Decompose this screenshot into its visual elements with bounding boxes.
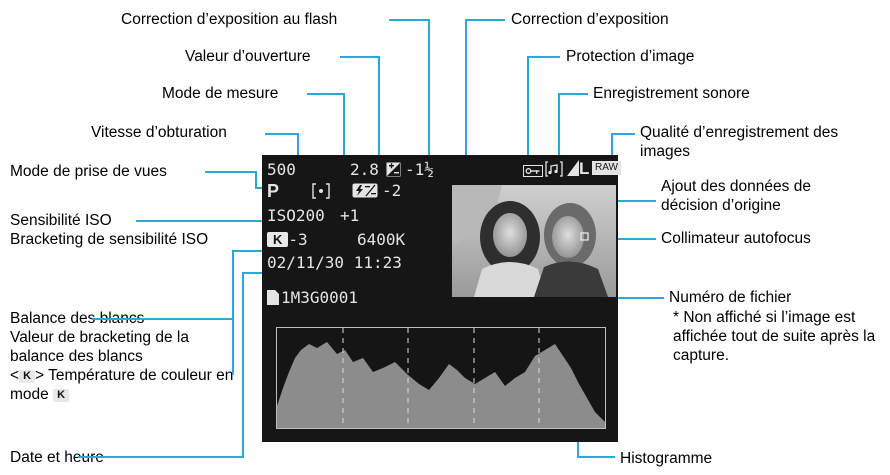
leader-line bbox=[378, 56, 380, 158]
histogram-graph bbox=[277, 328, 605, 428]
file-number-value: 1M3G0001 bbox=[281, 288, 359, 307]
leader-line bbox=[92, 318, 234, 320]
file-number-label: Numéro de fichier bbox=[669, 289, 792, 306]
exposure-correction-label: Correction d’exposition bbox=[511, 11, 669, 28]
exposure-comp-value: -1½ bbox=[405, 160, 434, 179]
leader-line bbox=[465, 19, 505, 21]
leader-line bbox=[242, 272, 266, 274]
image-protection-label: Protection d’image bbox=[566, 48, 695, 65]
k-mode-icon: K bbox=[19, 370, 36, 383]
aperture-value: 2.8 bbox=[350, 160, 379, 179]
protect-key-icon bbox=[523, 163, 543, 177]
photo-thumbnail bbox=[452, 185, 616, 297]
metering-icon bbox=[312, 183, 330, 199]
metering-mode-label: Mode de mesure bbox=[162, 85, 279, 102]
leader-line bbox=[136, 220, 264, 222]
white-balance-label: Balance des blancs bbox=[10, 310, 145, 327]
leader-line bbox=[611, 133, 613, 158]
leader-line bbox=[428, 19, 430, 160]
k-mode-icon: K bbox=[53, 389, 70, 402]
raw-badge: RAW bbox=[592, 161, 621, 175]
leader-line bbox=[465, 19, 467, 158]
leader-line bbox=[307, 93, 345, 95]
sound-recording-label: Enregistrement sonore bbox=[593, 85, 750, 102]
shooting-mode-value: P bbox=[267, 181, 280, 201]
leader-line bbox=[340, 56, 380, 58]
leader-line bbox=[205, 171, 257, 173]
camera-lcd-screen: 500 2.8 -1½ L RAW P -2 ISO200 +1 K-3 640… bbox=[262, 155, 621, 442]
recording-quality-label: Qualité d’enregistrement des images bbox=[640, 124, 839, 160]
histogram-label: Histogramme bbox=[620, 450, 713, 467]
quality-wedge-icon bbox=[567, 160, 579, 176]
shutter-speed-value: 500 bbox=[267, 160, 296, 179]
leader-line bbox=[265, 133, 299, 135]
exposure-comp-icon bbox=[386, 162, 401, 177]
color-temp-value: 6400K bbox=[357, 230, 406, 249]
leader-line bbox=[577, 456, 615, 458]
file-number-note: * Non affiché si l’image est affichée to… bbox=[673, 309, 876, 364]
wb-bracketing-label: Valeur de bracketing de la balance des b… bbox=[10, 329, 189, 365]
leader-line bbox=[232, 250, 266, 252]
leader-line bbox=[389, 19, 430, 21]
datetime-value: 02/11/30 11:23 bbox=[267, 253, 402, 272]
leader-line bbox=[242, 272, 244, 458]
leader-line bbox=[611, 133, 635, 135]
leader-line bbox=[558, 93, 560, 158]
iso-sensitivity-label: Sensibilité ISO bbox=[10, 212, 112, 229]
quality-letter: L bbox=[579, 159, 590, 178]
k-mode-icon: K bbox=[267, 232, 289, 247]
color-temp-label: <K> Température de couleur en mode K bbox=[10, 367, 234, 403]
flash-exposure-correction-label: Correction d’exposition au flash bbox=[121, 11, 338, 28]
iso-bracketing-label: Bracketing de sensibilité ISO bbox=[10, 231, 209, 248]
leader-line bbox=[255, 171, 257, 189]
af-point-label: Collimateur autofocus bbox=[661, 230, 811, 247]
shooting-mode-label: Mode de prise de vues bbox=[10, 163, 167, 180]
original-decision-data-label: Ajout des données de décision d’origine bbox=[661, 178, 811, 214]
iso-value: ISO200 bbox=[267, 206, 325, 225]
date-time-label: Date et heure bbox=[10, 449, 104, 466]
leader-line bbox=[558, 93, 588, 95]
iso-bracket-value: +1 bbox=[340, 206, 360, 225]
file-icon bbox=[267, 290, 279, 305]
leader-line bbox=[591, 238, 656, 240]
flash-comp-value: -2 bbox=[382, 181, 402, 200]
leader-line bbox=[343, 93, 345, 183]
leader-line bbox=[527, 56, 529, 158]
wb-bracket-value: -3 bbox=[288, 230, 308, 249]
wb-row: K-3 bbox=[267, 231, 308, 249]
sound-icon bbox=[545, 161, 563, 177]
leader-line bbox=[78, 456, 244, 458]
shutter-speed-label: Vitesse d’obturation bbox=[91, 124, 227, 141]
leader-line bbox=[527, 56, 560, 58]
leader-line bbox=[232, 250, 234, 375]
histogram-panel bbox=[276, 327, 606, 429]
leader-line bbox=[297, 133, 299, 158]
flash-comp-icon bbox=[352, 183, 378, 198]
aperture-value-label: Valeur d’ouverture bbox=[185, 48, 311, 65]
